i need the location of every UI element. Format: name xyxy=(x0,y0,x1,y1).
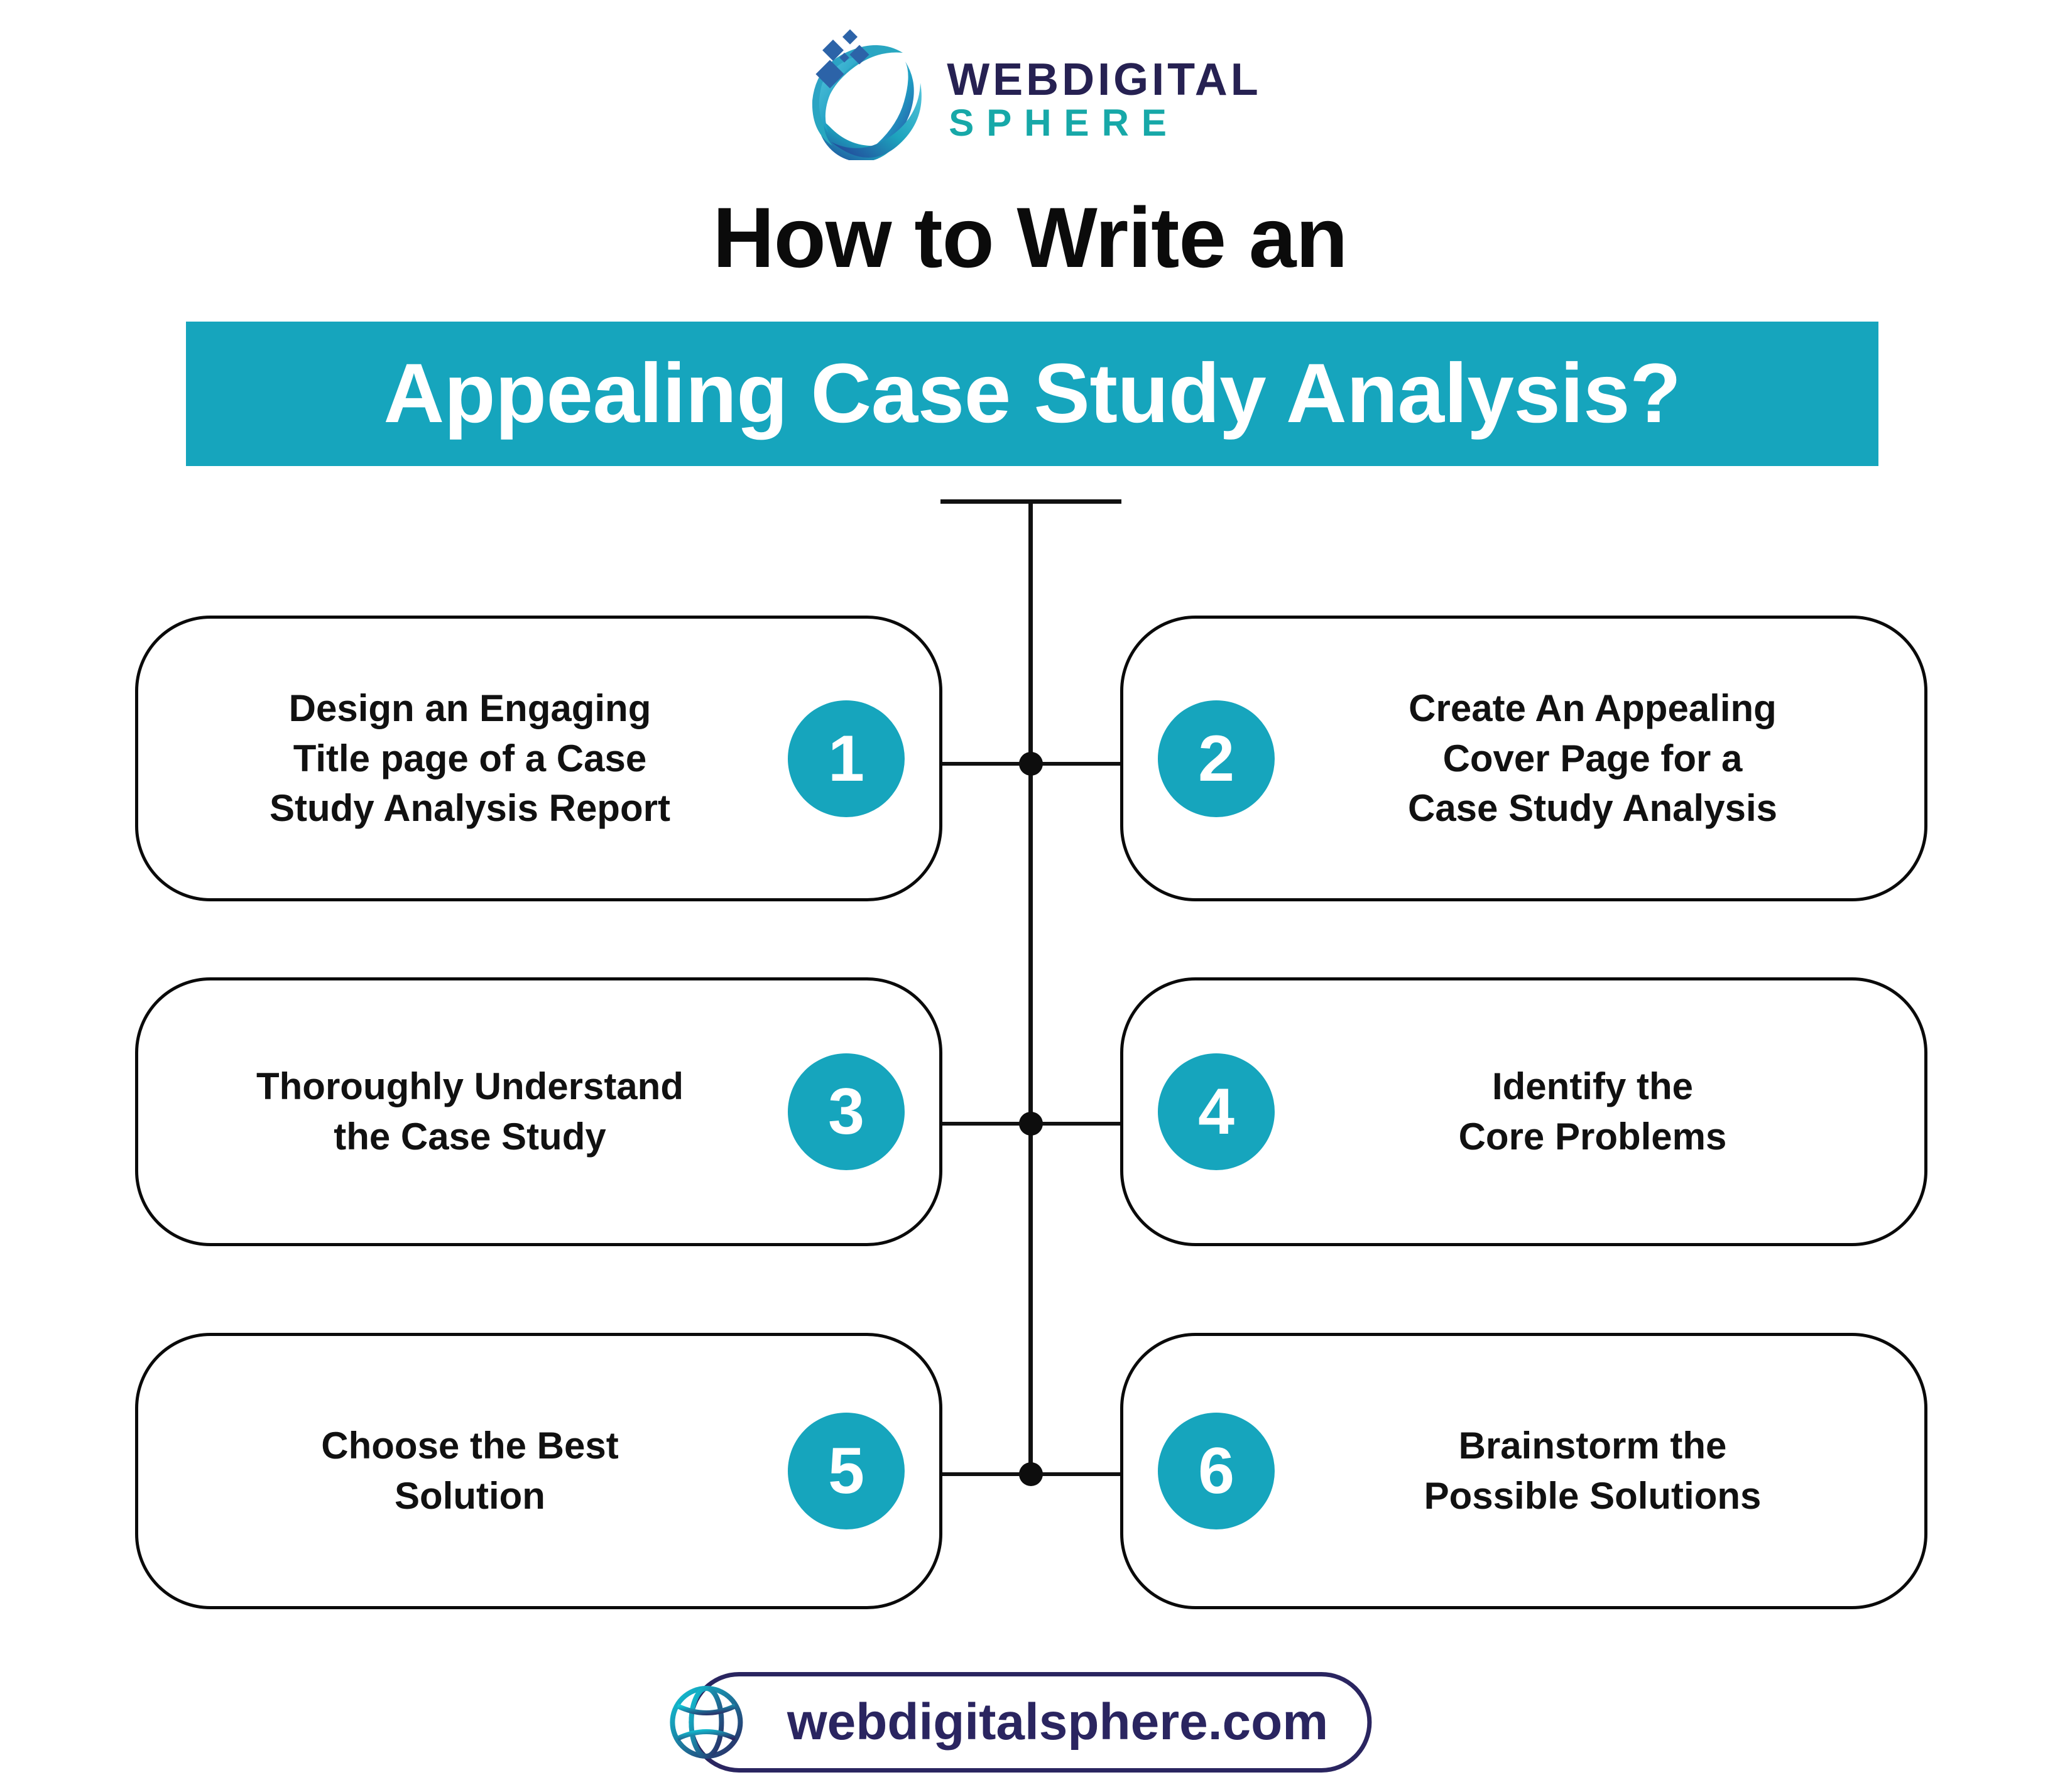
step-card-4-number-badge: 4 xyxy=(1158,1053,1275,1170)
page-title-line1: How to Write an xyxy=(712,190,1348,285)
connector-dot-row2 xyxy=(1019,1112,1043,1136)
step-card-5-number-badge: 5 xyxy=(788,1413,905,1529)
connector-arm-left-row2 xyxy=(942,1122,1021,1126)
website-url: webdigitalsphere.com xyxy=(787,1693,1329,1751)
step-card-2-number-badge: 2 xyxy=(1158,700,1275,817)
step-card-6-number-badge: 6 xyxy=(1158,1413,1275,1529)
brand-wordmark: WEBDIGITAL SPHERE xyxy=(947,42,1262,143)
step-card-1-number-badge: 1 xyxy=(788,700,905,817)
step-card-6-text: Brainstorm the Possible Solutions xyxy=(1424,1425,1762,1517)
step-card-2-text: Create An Appealing Cover Page for a Cas… xyxy=(1407,687,1778,830)
step-card-3[interactable]: Thoroughly Understand the Case Study 3 xyxy=(135,977,942,1246)
connector-dot-row1 xyxy=(1019,752,1043,776)
sphere-logo-icon xyxy=(798,25,924,162)
step-card-3-text: Thoroughly Understand the Case Study xyxy=(256,1065,684,1158)
brand-name-top: WEBDIGITAL xyxy=(947,54,1262,105)
step-card-1-text: Design an Engaging Title page of a Case … xyxy=(270,687,670,830)
page-title-banner: Appealing Case Study Analysis? xyxy=(186,322,1878,466)
connector-arm-left-row1 xyxy=(942,762,1021,766)
brand-header: WEBDIGITAL SPHERE xyxy=(0,14,2060,171)
step-card-6[interactable]: 6 Brainstorm the Possible Solutions xyxy=(1120,1333,1927,1609)
step-card-4[interactable]: 4 Identify the Core Problems xyxy=(1120,977,1927,1246)
step-card-2[interactable]: 2 Create An Appealing Cover Page for a C… xyxy=(1120,616,1927,901)
page-title-line2: Appealing Case Study Analysis? xyxy=(383,347,1681,440)
step-card-5[interactable]: Choose the Best Solution 5 xyxy=(135,1333,942,1609)
connector-dot-row3 xyxy=(1019,1462,1043,1486)
step-card-4-text: Identify the Core Problems xyxy=(1458,1065,1727,1158)
brand-name-bottom: SPHERE xyxy=(949,102,1179,144)
connector-arm-right-row2 xyxy=(1042,1122,1121,1126)
connector-arm-right-row3 xyxy=(1042,1472,1121,1476)
website-footer-pill[interactable]: webdigitalsphere.com xyxy=(669,1672,1372,1773)
connector-arm-right-row1 xyxy=(1042,762,1121,766)
step-card-1[interactable]: Design an Engaging Title page of a Case … xyxy=(135,616,942,901)
globe-icon xyxy=(669,1685,743,1759)
connector-arm-left-row3 xyxy=(942,1472,1021,1476)
connector-spine xyxy=(1028,499,1033,1474)
step-card-3-number-badge: 3 xyxy=(788,1053,905,1170)
step-card-5-text: Choose the Best Solution xyxy=(321,1425,619,1517)
